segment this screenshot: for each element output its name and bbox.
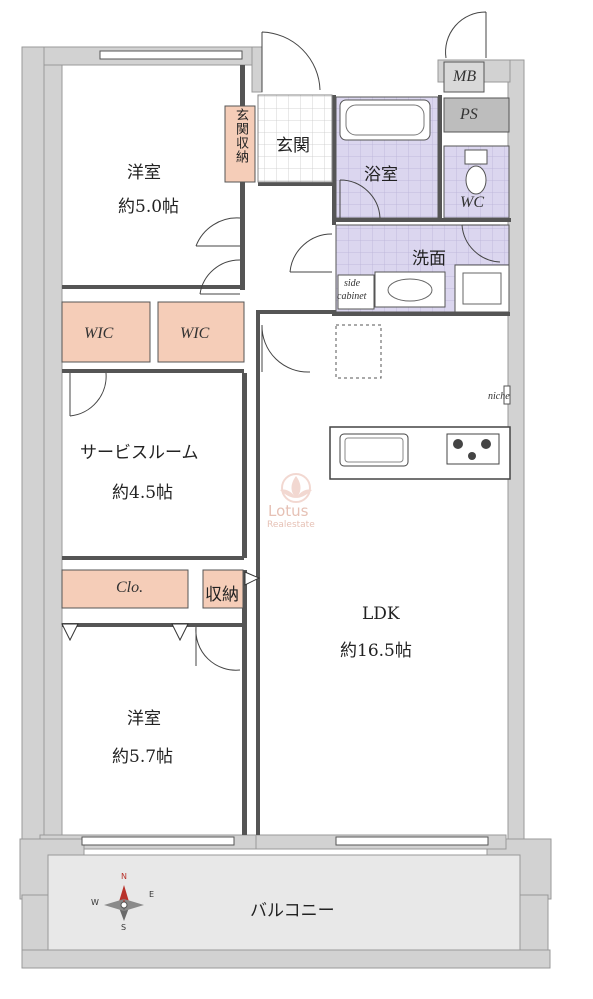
compass-rose	[104, 885, 144, 921]
toilet-bowl	[465, 165, 487, 195]
door-swings	[69, 11, 501, 671]
wic-1-box	[61, 301, 151, 363]
service-room-name: サービスルーム	[80, 443, 199, 463]
genkan-storage-box	[224, 105, 256, 183]
niche-label: niche	[488, 391, 510, 402]
ps-label: PS	[460, 106, 478, 123]
sink	[339, 433, 409, 467]
balcony-label: バルコニー	[250, 901, 335, 921]
windows	[81, 50, 489, 846]
side-cabinet-line2: cabinet	[337, 291, 367, 302]
genkan-storage-label: 玄関収納	[233, 108, 248, 164]
storage-label: 収納	[205, 585, 239, 605]
watermark-brand: Lotus	[268, 502, 309, 520]
bathroom-label: 浴室	[364, 165, 398, 185]
western-room-1-name: 洋室	[127, 163, 161, 183]
wic-1-label: WIC	[84, 325, 114, 342]
western-room-1-size: 約5.0帖	[118, 197, 180, 217]
genkan-label: 玄関	[276, 136, 310, 156]
western-room-2-size: 約5.7帖	[112, 747, 174, 767]
wc-label: WC	[460, 194, 484, 211]
compass-s: S	[121, 923, 127, 932]
lotus-logo	[280, 473, 312, 503]
closet-box	[61, 569, 189, 609]
storage-box	[202, 569, 244, 609]
washroom-label: 洗面	[412, 249, 446, 269]
ldk-name: LDK	[362, 604, 400, 624]
wic-2-label: WIC	[180, 325, 210, 342]
bathtub	[339, 99, 431, 141]
fridge-space	[335, 324, 382, 379]
genkan-floor	[257, 94, 333, 183]
service-room-size: 約4.5帖	[112, 483, 174, 503]
mb-label: MB	[453, 68, 477, 85]
wic-2-box	[157, 301, 245, 363]
toilet-tank	[464, 149, 488, 165]
compass-n: N	[121, 872, 127, 881]
side-cabinet-line1: side	[344, 278, 361, 289]
mb-box	[443, 61, 485, 93]
ldk-size: 約16.5帖	[340, 641, 412, 661]
side-cabinet-box	[337, 274, 375, 310]
closet-label: Clo.	[116, 579, 144, 596]
compass-e: E	[149, 890, 155, 899]
western-room-2-name: 洋室	[127, 709, 161, 729]
ps-box	[443, 97, 510, 133]
watermark-sub: Realestate	[267, 520, 315, 530]
compass-w: W	[91, 898, 99, 907]
